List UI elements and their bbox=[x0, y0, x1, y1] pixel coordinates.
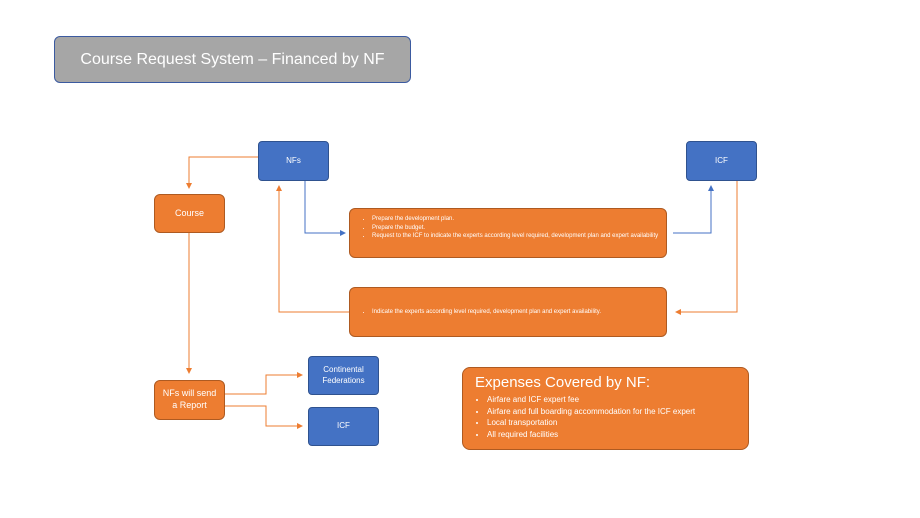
node-icf-bottom-label: ICF bbox=[337, 421, 350, 431]
arrow-nfs-to-course bbox=[186, 156, 258, 189]
task-item: Request to the ICF to indicate the exper… bbox=[372, 232, 666, 241]
expenses-heading: Expenses Covered by NF: bbox=[475, 374, 651, 391]
node-nfs: NFs bbox=[258, 141, 329, 181]
expense-item: All required facilities bbox=[487, 429, 748, 441]
arrow-icf-to-response bbox=[675, 180, 738, 315]
arrow-nfs-to-tasks bbox=[304, 180, 346, 236]
response-item: Indicate the experts according level req… bbox=[372, 308, 601, 317]
arrow-tasks-to-icf bbox=[673, 185, 714, 234]
node-nfs-label: NFs bbox=[286, 155, 301, 165]
expense-item: Airfare and ICF expert fee bbox=[487, 394, 748, 406]
task-item: Prepare the budget. bbox=[372, 224, 666, 233]
node-icf-top-label: ICF bbox=[715, 155, 728, 165]
expense-item: Local transportation bbox=[487, 417, 748, 429]
node-course: Course bbox=[154, 194, 225, 233]
node-continental-label: Continental Federations bbox=[322, 365, 365, 385]
node-icf-bottom: ICF bbox=[308, 407, 379, 446]
node-icf-top: ICF bbox=[686, 141, 757, 181]
arrow-report-to-continental bbox=[224, 372, 303, 395]
node-nfs-report: NFs will send a Report bbox=[154, 380, 225, 420]
node-tasks: Prepare the development plan. Prepare th… bbox=[349, 208, 667, 258]
node-icf-response: Indicate the experts according level req… bbox=[349, 287, 667, 337]
arrow-report-to-icf bbox=[224, 405, 303, 429]
node-continental: Continental Federations bbox=[308, 356, 379, 395]
expenses-box: Expenses Covered by NF: Airfare and ICF … bbox=[462, 367, 749, 450]
expense-item: Airfare and full boarding accommodation … bbox=[487, 406, 748, 418]
node-nfs-report-label: NFs will send a Report bbox=[162, 388, 217, 410]
arrow-response-to-nfs bbox=[276, 185, 349, 313]
task-item: Prepare the development plan. bbox=[372, 215, 666, 224]
diagram-title: Course Request System – Financed by NF bbox=[54, 36, 411, 83]
node-course-label: Course bbox=[174, 207, 204, 218]
